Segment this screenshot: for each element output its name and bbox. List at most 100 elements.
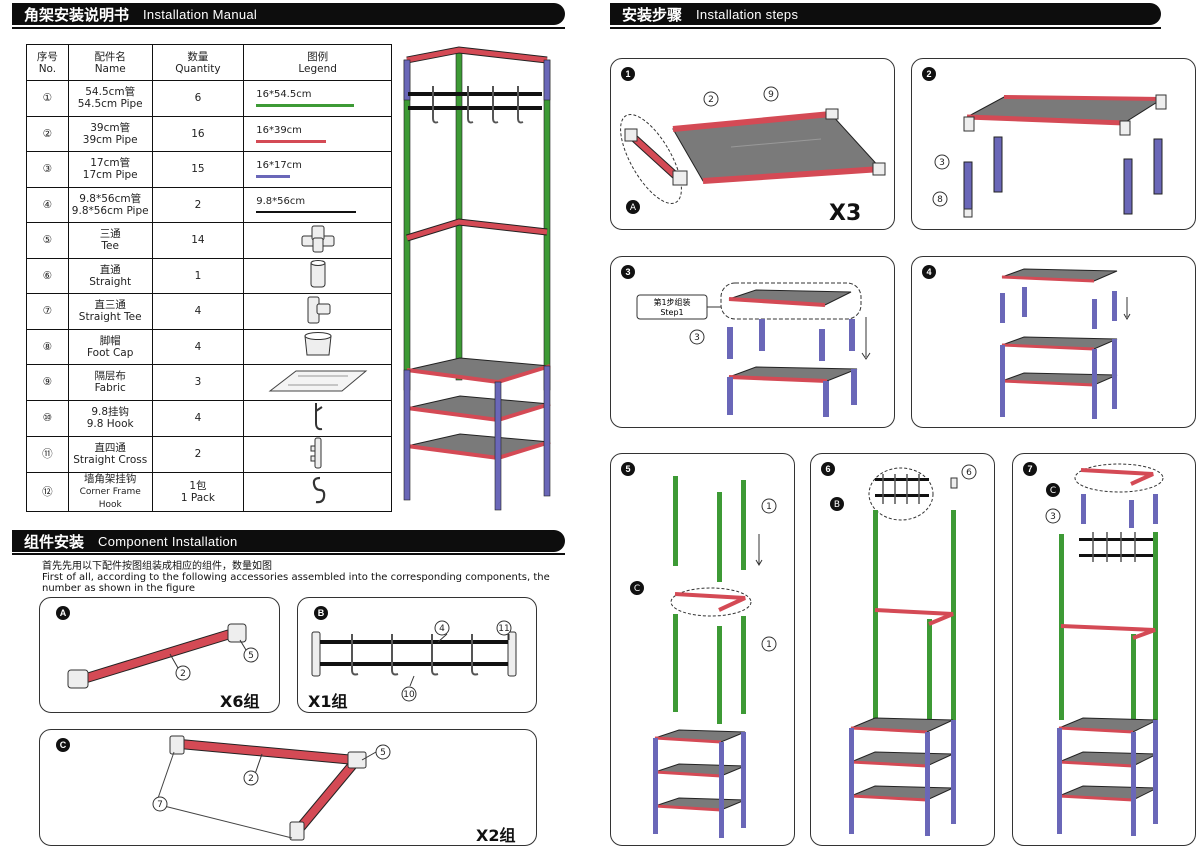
component-header-rule bbox=[12, 553, 565, 555]
tee-icon bbox=[243, 222, 392, 259]
component-a-drawing: 2 5 bbox=[67, 623, 259, 689]
step-4-panel: 4 bbox=[911, 256, 1196, 428]
svg-text:5: 5 bbox=[380, 748, 386, 758]
svg-text:第1步组装: 第1步组装 bbox=[653, 297, 690, 307]
svg-text:2: 2 bbox=[180, 669, 186, 679]
step-3-panel: 3 第1步组装 Step1 3 bbox=[610, 256, 895, 428]
svg-text:6: 6 bbox=[966, 468, 972, 478]
straight-tee-icon bbox=[243, 293, 392, 330]
step-5-badge: 5 bbox=[621, 462, 635, 476]
step-7-panel: 7 C 3 bbox=[1012, 453, 1196, 846]
step-1-panel: 1 2 9 A X3 bbox=[610, 58, 895, 230]
svg-text:Step1: Step1 bbox=[660, 308, 683, 317]
right-header-en: Installation steps bbox=[696, 6, 799, 22]
step-3-badge: 3 bbox=[621, 265, 635, 279]
component-header-en: Component Installation bbox=[98, 533, 238, 549]
row-legend: 16*54.5cm bbox=[243, 80, 392, 117]
svg-text:9: 9 bbox=[768, 90, 774, 100]
right-header-rule bbox=[610, 27, 1161, 29]
svg-text:A: A bbox=[630, 203, 637, 213]
right-header: 安装步骤 Installation steps bbox=[610, 3, 1161, 25]
svg-text:4: 4 bbox=[439, 624, 445, 634]
step-1-drawing: 2 9 A bbox=[620, 86, 886, 214]
component-header-cn: 组件安装 bbox=[24, 532, 85, 551]
assembled-rack-illustration bbox=[403, 46, 551, 511]
component-b-multiplier: X1组 bbox=[308, 692, 348, 711]
right-header-cn: 安装步骤 bbox=[622, 5, 683, 24]
svg-text:B: B bbox=[834, 500, 840, 510]
component-a-multiplier: X6组 bbox=[220, 692, 260, 711]
step-6-panel: 6 B 6 bbox=[810, 453, 995, 846]
s-hook-icon bbox=[243, 471, 392, 512]
step-1-badge: 1 bbox=[621, 67, 635, 81]
pipe-legend-blue-icon bbox=[256, 175, 291, 179]
svg-text:C: C bbox=[1050, 486, 1056, 496]
svg-text:2: 2 bbox=[248, 774, 254, 784]
step-7-drawing: C 3 bbox=[1045, 463, 1164, 836]
component-note-en: First of all, according to the following… bbox=[42, 572, 550, 594]
svg-text:8: 8 bbox=[937, 195, 943, 205]
step-7-badge: 7 bbox=[1023, 462, 1037, 476]
component-c-badge: C bbox=[56, 738, 70, 752]
left-header-rule bbox=[12, 27, 565, 29]
pipe-legend-red-icon bbox=[256, 104, 355, 108]
step-2-drawing: 3 8 bbox=[932, 94, 1167, 218]
svg-text:7: 7 bbox=[157, 800, 163, 810]
pipe-legend-black-icon bbox=[256, 211, 357, 214]
row-no: ① bbox=[26, 80, 69, 117]
straight-icon bbox=[243, 257, 392, 294]
svg-text:3: 3 bbox=[939, 158, 945, 168]
component-c-drawing: 2 5 7 bbox=[152, 735, 391, 841]
row-qty: 6 bbox=[151, 80, 245, 117]
pipe-legend-red-icon bbox=[256, 139, 327, 143]
step-4-drawing bbox=[1000, 268, 1131, 419]
svg-text:3: 3 bbox=[694, 333, 700, 343]
component-b-badge: B bbox=[314, 606, 328, 620]
step-3-drawing: 第1步组装 Step1 3 bbox=[636, 282, 871, 417]
straight-cross-icon bbox=[243, 435, 392, 473]
step-4-badge: 4 bbox=[922, 265, 936, 279]
step-1-multiplier: X3 bbox=[829, 201, 862, 226]
svg-text:3: 3 bbox=[1050, 512, 1056, 522]
step-5-panel: 5 1 C 1 bbox=[610, 453, 795, 846]
svg-text:C: C bbox=[634, 584, 640, 594]
svg-text:10: 10 bbox=[403, 690, 415, 700]
svg-text:5: 5 bbox=[248, 651, 254, 661]
step-6-badge: 6 bbox=[821, 462, 835, 476]
svg-text:11: 11 bbox=[498, 624, 509, 634]
hook-icon bbox=[243, 399, 392, 437]
component-c-multiplier: X2组 bbox=[476, 826, 516, 845]
svg-text:1: 1 bbox=[766, 502, 772, 512]
component-note: 首先先用以下配件按图组装成相应的组件，数量如图 First of all, ac… bbox=[42, 561, 567, 594]
svg-text:2: 2 bbox=[708, 95, 714, 105]
step-6-drawing: B 6 bbox=[830, 464, 977, 836]
left-header: 角架安装说明书 Installation Manual bbox=[12, 3, 565, 25]
component-note-cn: 首先先用以下配件按图组装成相应的组件，数量如图 bbox=[42, 561, 272, 572]
component-b-panel: B 4 11 10 X1组 bbox=[297, 597, 537, 713]
svg-text:1: 1 bbox=[766, 640, 772, 650]
left-header-cn: 角架安装说明书 bbox=[24, 5, 130, 24]
component-c-panel: C 2 5 7 X2组 bbox=[39, 729, 537, 846]
component-b-drawing: 4 11 10 bbox=[311, 620, 517, 702]
left-header-en: Installation Manual bbox=[143, 6, 258, 22]
component-a-badge: A bbox=[56, 606, 70, 620]
